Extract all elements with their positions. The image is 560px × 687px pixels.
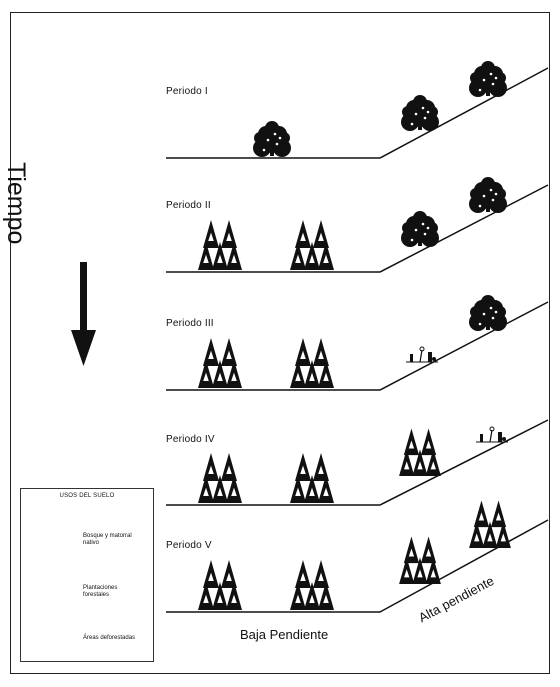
terrain-period-3: [166, 301, 549, 391]
period-label-5: Periodo V: [166, 540, 212, 551]
period-label-1: Periodo I: [166, 86, 208, 97]
conifer-plantation-icon: [290, 220, 334, 270]
legend-box: USOS DEL SUELO Bosque y matorral nativo …: [20, 488, 154, 662]
period-label-3: Periodo III: [166, 318, 214, 329]
figure-frame: [10, 12, 550, 674]
low-slope-label: Baja Pendiente: [240, 627, 329, 642]
broadleaf-tree-icon: [401, 211, 439, 247]
conifer-plantation-icon: [399, 428, 441, 476]
broadleaf-tree-icon: [469, 295, 507, 331]
terrain-period-2: [166, 184, 549, 273]
legend-title: USOS DEL SUELO: [59, 493, 115, 499]
conifer-plantation-icon: [198, 338, 242, 388]
legend-item-1-label: Bosque y matorral nativo: [83, 533, 132, 546]
period-label-2: Periodo II: [166, 200, 211, 211]
broadleaf-tree-icon: [253, 121, 291, 157]
conifer-plantation-icon: [198, 220, 242, 270]
time-arrow-icon: [71, 262, 96, 366]
legend-item-2-label: Plantaciones forestales: [83, 585, 118, 598]
legend-item-3-label: Áreas deforestadas: [83, 635, 136, 641]
broadleaf-tree-icon: [401, 95, 439, 131]
conifer-plantation-icon: [290, 453, 334, 503]
terrain-period-1: [166, 67, 549, 159]
conifer-plantation-icon: [198, 560, 242, 610]
cleared-land-icon: [476, 426, 508, 443]
conifer-plantation-icon: [469, 500, 511, 548]
cleared-land-icon: [406, 346, 438, 363]
broadleaf-tree-icon: [469, 177, 507, 213]
broadleaf-tree-icon: [469, 61, 507, 97]
conifer-plantation-icon: [399, 536, 441, 584]
conifer-plantation-icon: [290, 560, 334, 610]
terrain-period-5: [166, 519, 549, 613]
conifer-plantation-icon: [290, 338, 334, 388]
period-label-4: Periodo IV: [166, 434, 215, 445]
terrain-period-4: [166, 419, 549, 506]
conifer-plantation-icon: [198, 453, 242, 503]
